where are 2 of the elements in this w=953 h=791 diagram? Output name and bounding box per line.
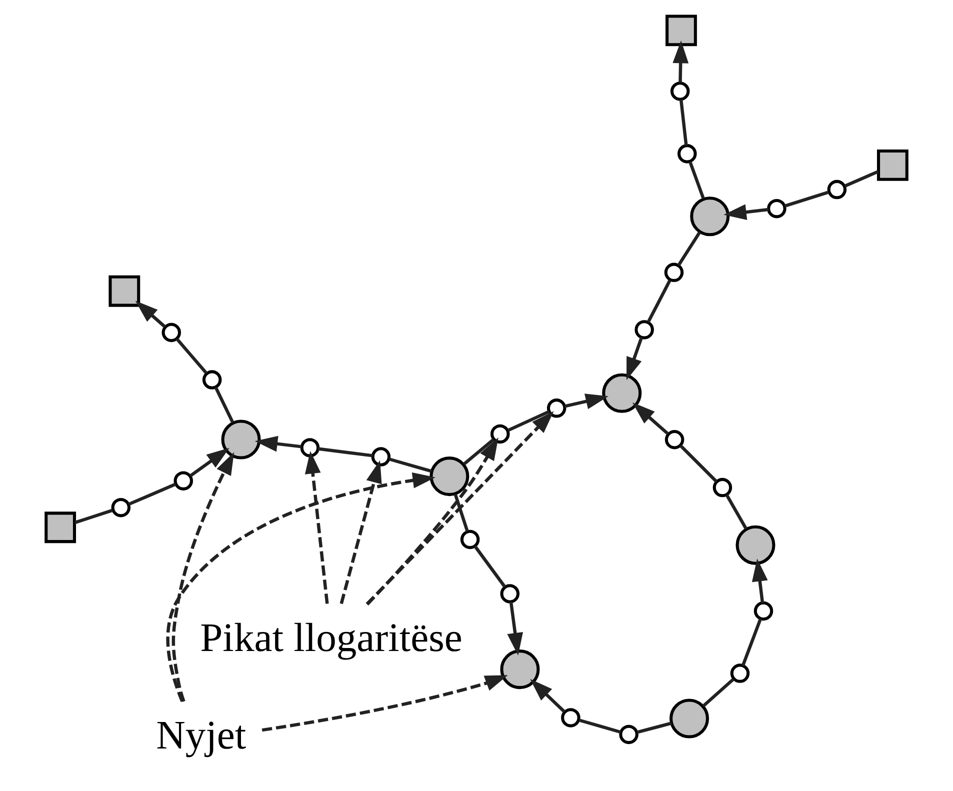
node-text: Pikat llogaritëse bbox=[200, 615, 462, 660]
node-text: Nyjet bbox=[156, 712, 246, 758]
